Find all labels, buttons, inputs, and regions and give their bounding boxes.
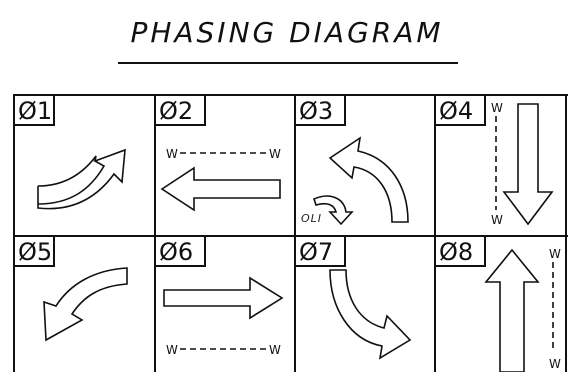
phase-1-label: Ø1 [18,97,52,125]
ped-signal-top: W [549,247,561,261]
ped-signal-left: W [166,147,178,161]
phase-5-cell: Ø5 [13,235,128,342]
curved-arrow-up-right-icon [37,148,126,210]
diagram-title: PHASING DIAGRAM [130,16,443,49]
phase-grid [13,94,568,372]
phase-6-cell: Ø6 W W [154,235,284,357]
phase-4-cell: Ø4 W W [434,94,554,227]
phase-5-label: Ø5 [18,238,52,266]
phase-3-cell: Ø3 OLI [294,94,409,226]
phase-2-label: Ø2 [159,97,193,125]
curved-arrow-down-right-icon [329,269,412,360]
arrow-left-icon [160,166,281,212]
phase-8-label: Ø8 [439,238,473,266]
overlap-curved-arrow-icon [313,195,354,226]
ped-signal-right: W [269,147,281,161]
phase-8-cell: Ø8 W W [434,235,561,372]
curved-arrow-up-left-icon [328,136,409,223]
ped-signal-bottom: W [549,357,561,371]
phase-4-label: Ø4 [439,97,473,125]
phase-7-cell: Ø7 [294,235,412,360]
overlap-label: OLI [301,212,322,225]
ped-signal-bottom: W [491,213,503,227]
curved-arrow-down-left-icon [43,267,128,342]
arrow-down-icon [502,103,554,226]
phase-7-label: Ø7 [299,238,333,266]
arrow-up-icon [484,248,540,372]
ped-signal-top: W [491,101,503,115]
phase-2-cell: Ø2 W W [154,94,281,212]
phase-3-label: Ø3 [299,97,333,125]
arrow-right-icon [163,276,284,320]
phase-6-label: Ø6 [159,238,193,266]
ped-signal-right: W [269,343,281,357]
phase-1-cell: Ø1 [13,94,126,210]
ped-signal-left: W [166,343,178,357]
